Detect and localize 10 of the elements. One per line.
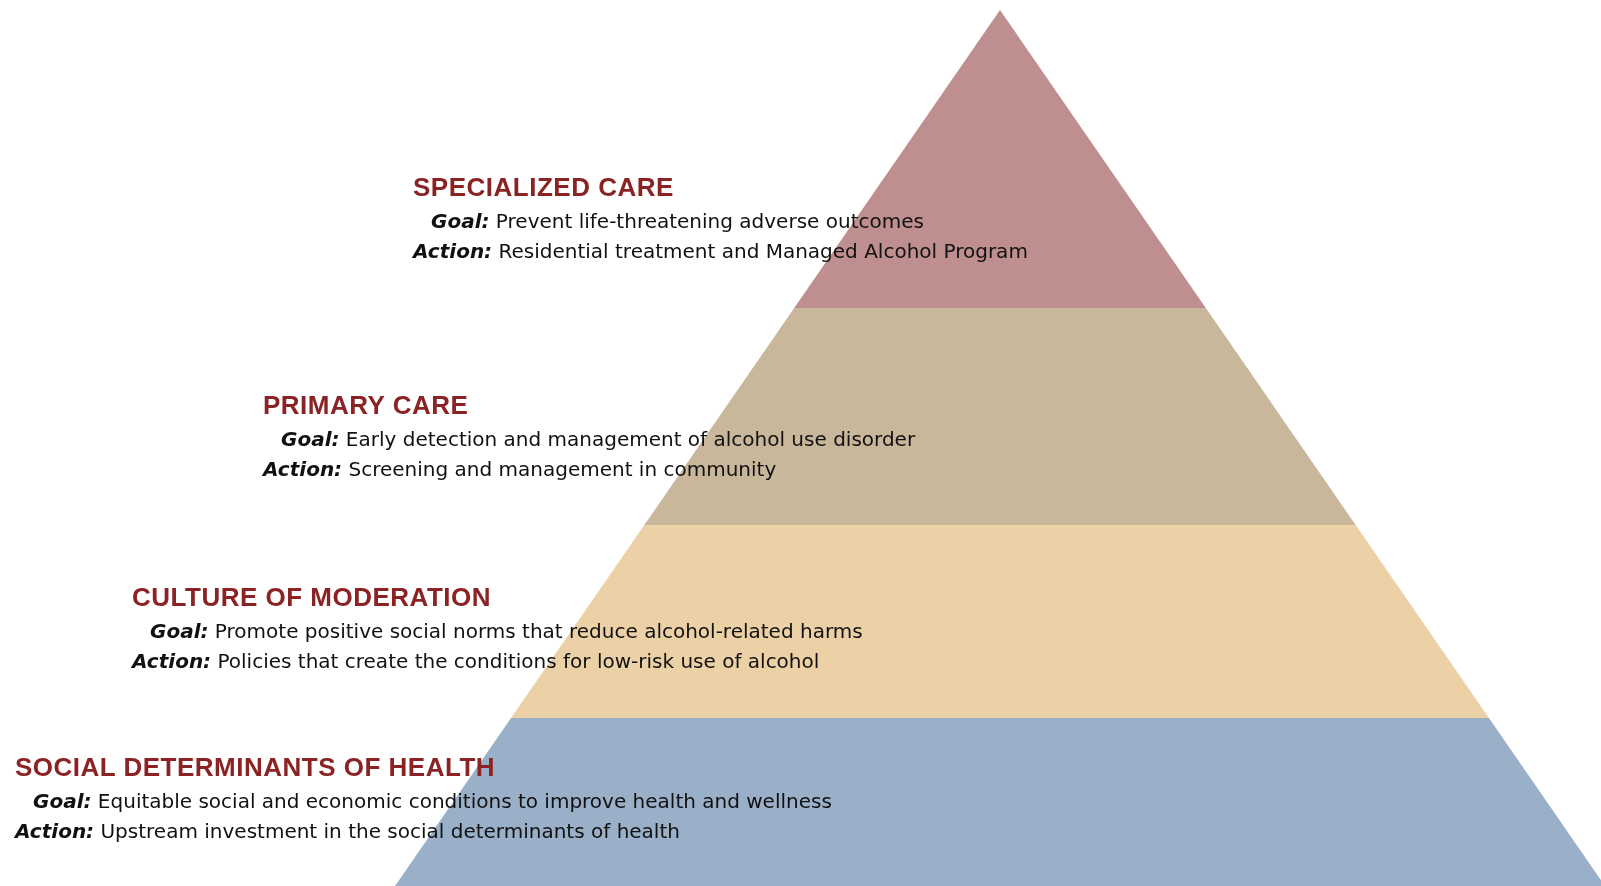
- tier-heading: SPECIALIZED CARE: [413, 172, 674, 203]
- tier-heading: CULTURE OF MODERATION: [132, 582, 492, 613]
- goal-text: Goal: Early detection and management of alcohol use disorder: [281, 427, 916, 451]
- goal-text: Goal: Promote positive social norms that reduce alcohol-related harms: [150, 619, 863, 643]
- tier-heading: SOCIAL DETERMINANTS OF HEALTH: [15, 752, 496, 783]
- tier-heading: PRIMARY CARE: [263, 390, 469, 421]
- action-text: Action: Policies that create the conditions for low-risk use of alcohol: [132, 649, 820, 673]
- action-text: Action: Upstream investment in the social determinants of health: [15, 819, 680, 843]
- action-text: Action: Residential treatment and Managed Alcohol Program: [413, 239, 1028, 263]
- action-text: Action: Screening and management in community: [263, 457, 777, 481]
